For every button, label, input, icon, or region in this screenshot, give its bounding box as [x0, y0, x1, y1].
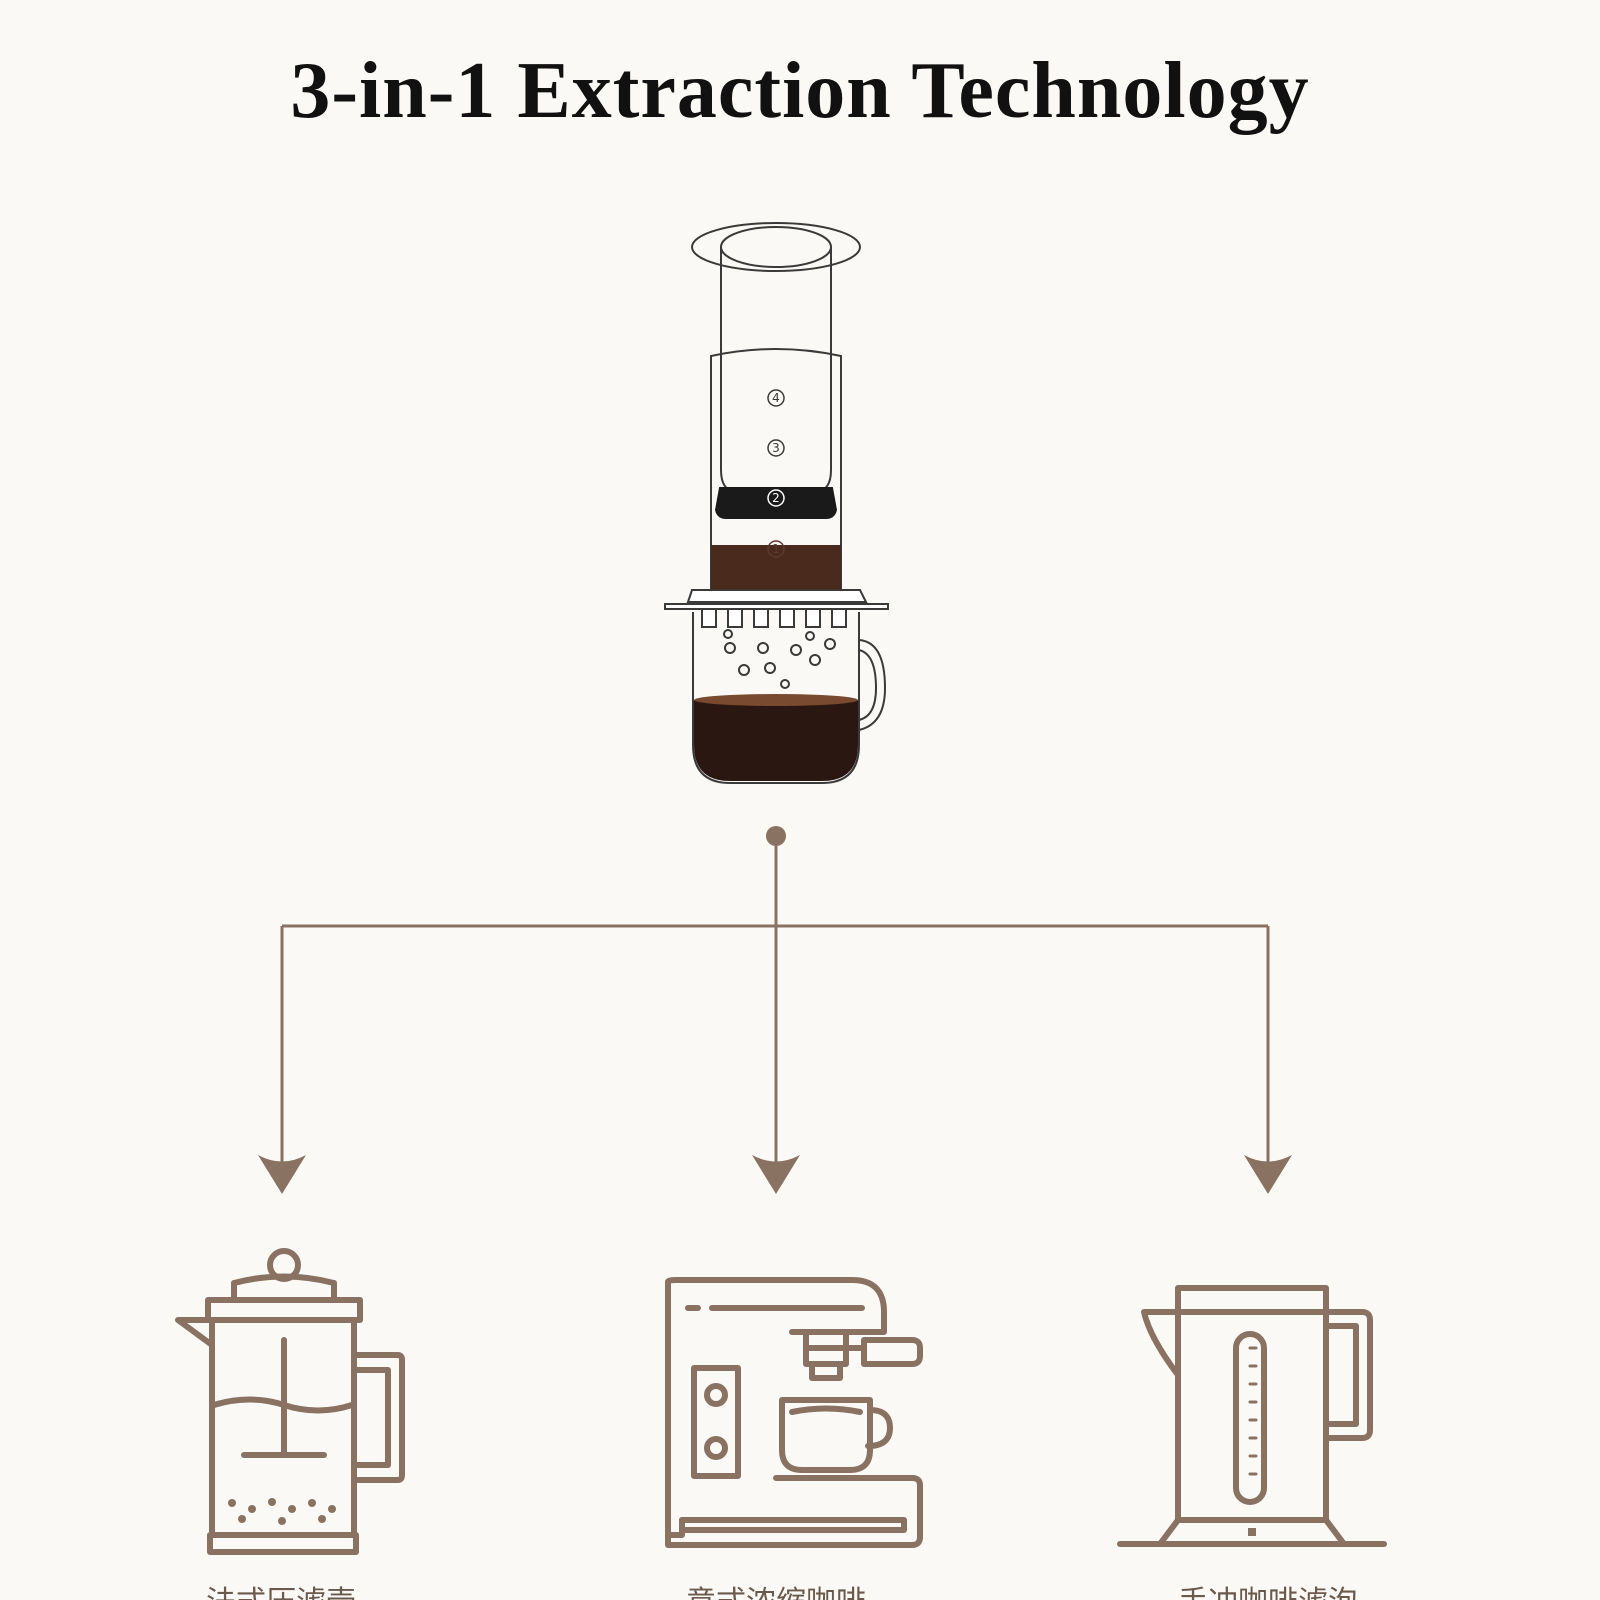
arrow-right-icon	[1244, 1155, 1292, 1194]
caption-french-press: 法式压滤壶	[131, 1586, 431, 1600]
arrow-center-icon	[752, 1155, 800, 1194]
connector-tree	[280, 826, 1270, 1184]
caption-pour-over: 手冲咖啡滤泡	[1118, 1586, 1418, 1600]
marking-3: 3	[772, 441, 780, 455]
coffee-press-plunger-icon	[664, 222, 889, 784]
arrow-left-icon	[258, 1155, 306, 1194]
page-title: 3-in-1 Extraction Technology	[290, 47, 1310, 135]
chamber-markings: 4 3 2 1	[767, 389, 785, 558]
marking-4: 4	[772, 391, 780, 405]
pour-over-kettle-icon	[1117, 1285, 1387, 1547]
marking-2: 2	[772, 491, 780, 505]
espresso-machine-icon	[665, 1277, 923, 1548]
caption-espresso: 意式浓缩咖啡	[626, 1586, 926, 1600]
marking-1: 1	[772, 542, 780, 556]
arrowheads	[258, 1155, 1292, 1194]
french-press-icon	[175, 1248, 405, 1555]
